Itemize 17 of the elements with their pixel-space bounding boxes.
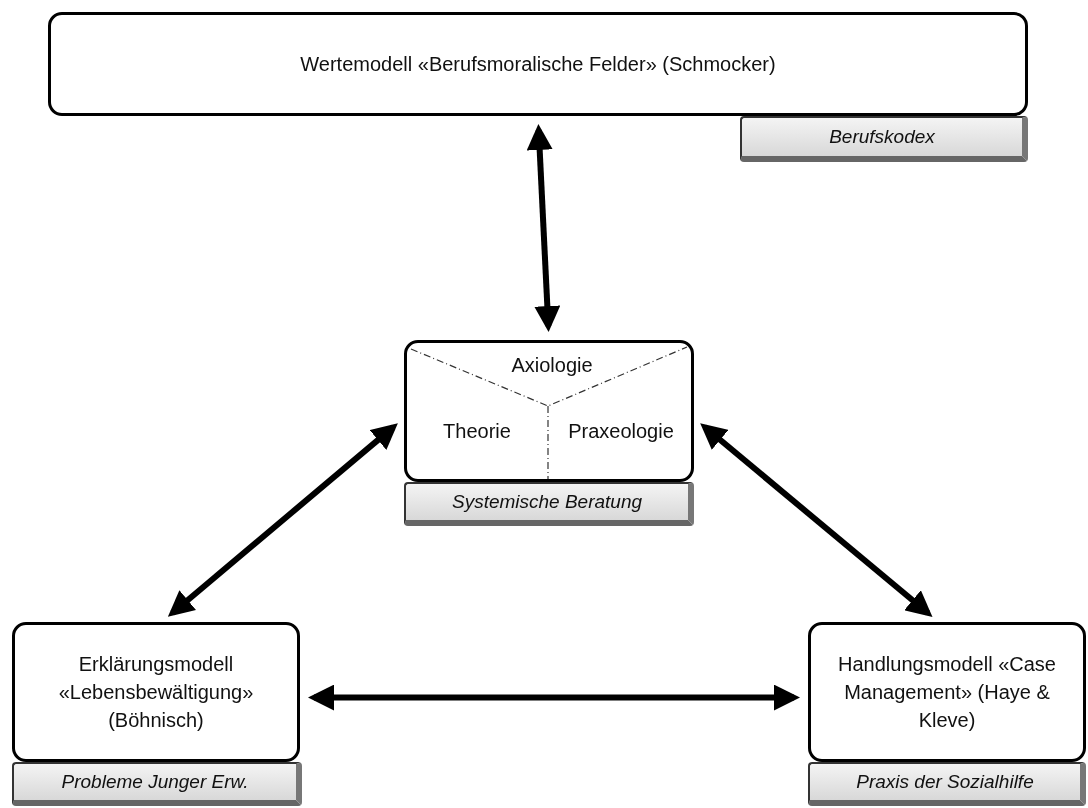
node-text: Theorie [443,419,511,444]
node-text: Erklärungsmodell «Lebensbewältigung» (Böhnisch) [57,652,255,733]
model-box [808,622,1086,762]
tab-label: Berufskodex [740,116,1028,162]
node-text: Handlungsmodell «Case Management» (Haye & Kleve) [837,652,1057,733]
tab-label: Systemische Beratung [404,482,694,526]
double-arrow [167,423,398,617]
double-arrow [700,423,933,617]
node-text: Axiologie [511,353,593,378]
tab-label: Probleme Junger Erw. [12,762,302,806]
node-text: Praxeologie [568,419,674,444]
double-arrow [526,124,561,332]
double-arrow [308,684,800,711]
tab-label: Praxis der Sozialhilfe [808,762,1086,806]
model-box [48,12,1028,116]
node-text: Wertemodell «Berufsmoralische Felder» (Schmocker) [300,52,776,77]
model-box [12,622,300,762]
